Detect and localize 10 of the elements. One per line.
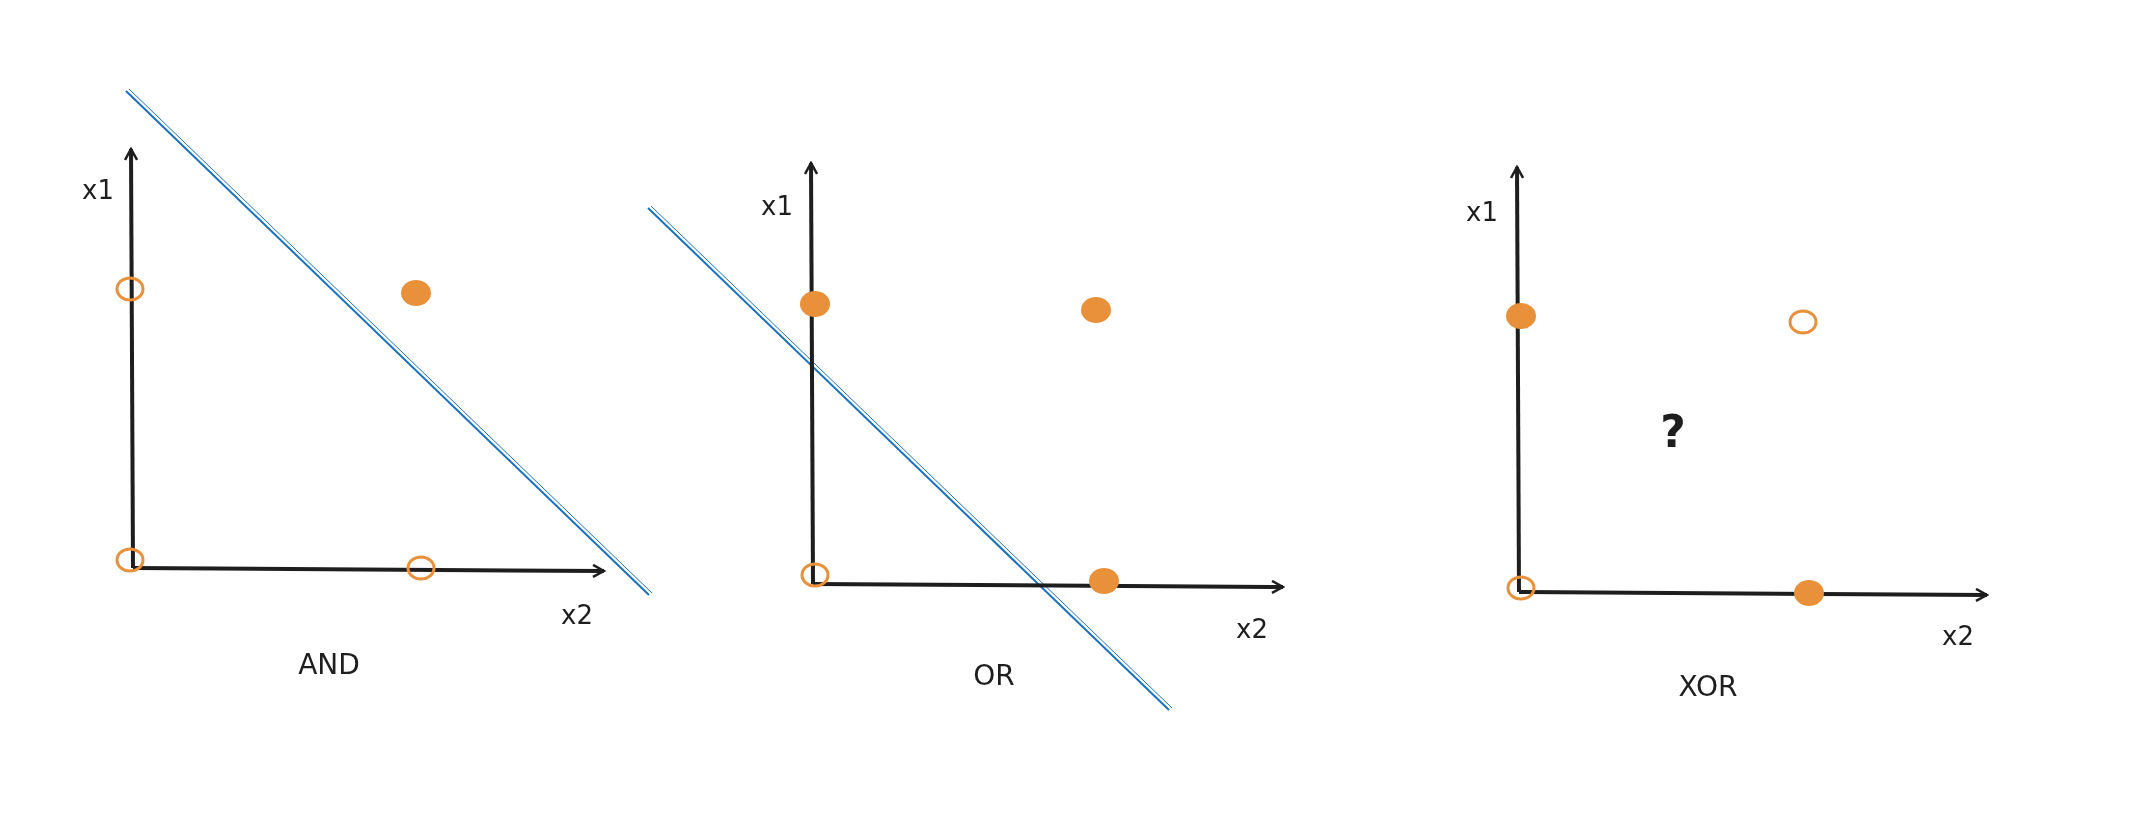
axis-label: x1: [1466, 199, 1498, 225]
axis-label: x2: [1236, 616, 1268, 642]
axis-label: x1: [82, 177, 114, 203]
axis-label: x2: [1942, 623, 1974, 649]
axis-label: x1: [761, 193, 793, 219]
axis-label: x2: [561, 602, 593, 628]
panel-title: OR: [973, 662, 1015, 690]
panel-title: AND: [298, 651, 360, 679]
panel-title: XOR: [1678, 673, 1738, 701]
question-mark: ?: [1660, 410, 1686, 454]
